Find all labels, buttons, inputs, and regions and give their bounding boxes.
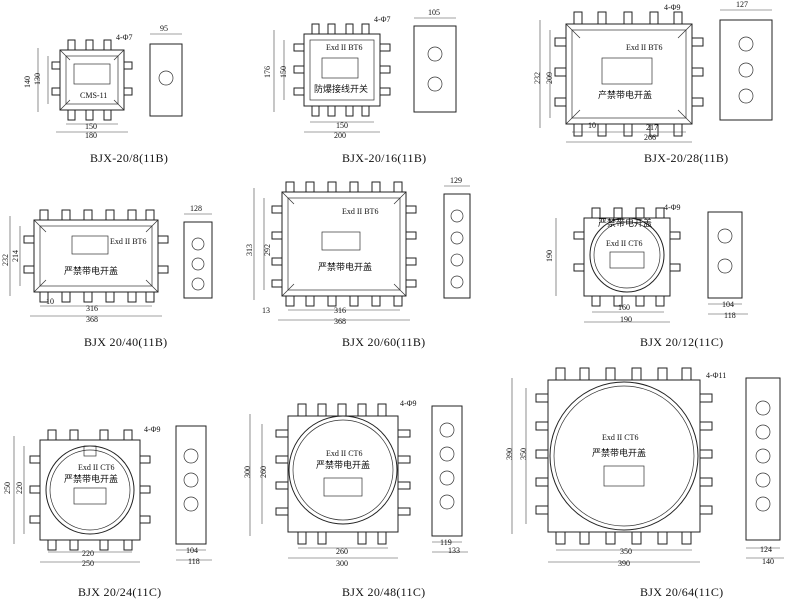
marking-bjx-20-8: CMS-11 — [80, 91, 107, 100]
caption-bjx-20-28: BJX-20/28(11B) — [644, 151, 728, 165]
dim-a-bjx-20-60: 13 — [262, 306, 270, 315]
marking-bjx-20-16: Exd II BT6 — [326, 43, 362, 52]
caption-bjx-20-8: BJX-20/8(11B) — [90, 151, 168, 165]
dim-h1-bjx-20-40: 214 — [11, 250, 20, 262]
dim-h1-bjx-20-8: 130 — [33, 73, 42, 85]
drawing-bjx-20-24: Exd II CT6 严禁带电开盖 220 250 220 250 4-Φ9 1… — [3, 425, 212, 599]
marking-bjx-20-60: Exd II BT6 — [342, 207, 378, 216]
dim-h2-bjx-20-28: 232 — [533, 72, 542, 84]
dim-w2-bjx-20-40: 368 — [86, 315, 98, 324]
dim-h1-bjx-20-48: 260 — [259, 466, 268, 478]
dim-w1-bjx-20-24: 220 — [82, 549, 94, 558]
dim-depth-bjx-20-8: 95 — [160, 24, 168, 33]
dim-h2-bjx-20-16: 176 — [263, 66, 272, 78]
drawing-bjx-20-16: Exd II BT6 防爆接线开关 150 176 150 200 4-Φ7 1… — [263, 8, 457, 165]
dim-w1-bjx-20-12: 160 — [618, 303, 630, 312]
hole-bjx-20-48: 4-Φ9 — [400, 399, 417, 408]
hole-bjx-20-16: 4-Φ7 — [374, 15, 391, 24]
dim-w1-bjx-20-60: 316 — [334, 306, 346, 315]
dim-h2-bjx-20-64: 390 — [505, 448, 514, 460]
dim-depth1-bjx-20-24: 104 — [186, 546, 198, 555]
dim-depth1-bjx-20-48: 119 — [440, 538, 452, 547]
dim-h1-bjx-20-64: 350 — [519, 448, 528, 460]
name-bjx-20-60: 严禁带电开盖 — [318, 261, 372, 272]
dim-w1-bjx-20-28: 217 — [646, 123, 658, 132]
dim-w2-bjx-20-24: 250 — [82, 559, 94, 568]
hole-bjx-20-24: 4-Φ9 — [144, 425, 161, 434]
dim-w1-bjx-20-48: 260 — [336, 547, 348, 556]
drawing-bjx-20-40: Exd II BT6 严禁带电开盖 214 232 316 368 10 128… — [1, 204, 213, 349]
dim-a-bjx-20-28: 10 — [588, 121, 596, 130]
drawing-bjx-20-64: Exd II CT6 严禁带电开盖 350 390 350 390 4-Φ11 … — [505, 367, 784, 599]
dim-w1-bjx-20-8: 150 — [85, 122, 97, 131]
dim-h1-bjx-20-16: 150 — [279, 66, 288, 78]
name-bjx-20-16: 防爆接线开关 — [314, 83, 368, 94]
dim-depth2-bjx-20-48: 133 — [448, 546, 460, 555]
dim-w2-bjx-20-28: 266 — [644, 133, 656, 142]
hole-bjx-20-8: 4-Φ7 — [116, 33, 133, 42]
dim-h1-bjx-20-60: 292 — [263, 244, 272, 256]
drawing-bjx-20-48: Exd II CT6 严禁带电开盖 260 300 260 300 4-Φ9 1… — [243, 399, 468, 599]
dim-depth1-bjx-20-64: 124 — [760, 545, 772, 554]
dim-depth2-bjx-20-12: 118 — [724, 311, 736, 320]
caption-bjx-20-24: BJX 20/24(11C) — [78, 585, 161, 599]
dim-h1-bjx-20-28: 209 — [545, 72, 554, 84]
drawing-bjx-20-28: Exd II BT6 产禁带电开盖 209 232 217 266 10 4-Φ… — [533, 0, 773, 165]
caption-bjx-20-12: BJX 20/12(11C) — [640, 335, 723, 349]
dim-h2-bjx-20-24: 250 — [3, 482, 12, 494]
dim-w1-bjx-20-16: 150 — [336, 121, 348, 130]
dim-a-bjx-20-40: 10 — [46, 297, 54, 306]
dim-w1-bjx-20-40: 316 — [86, 304, 98, 313]
dim-w2-bjx-20-64: 390 — [618, 559, 630, 568]
dim-w2-bjx-20-16: 200 — [334, 131, 346, 140]
dim-h2-bjx-20-40: 232 — [1, 254, 10, 266]
dim-depth2-bjx-20-24: 118 — [188, 557, 200, 566]
dim-h2-bjx-20-48: 300 — [243, 466, 252, 478]
marking-bjx-20-28: Exd II BT6 — [626, 43, 662, 52]
dim-w2-bjx-20-60: 368 — [334, 317, 346, 326]
marking-bjx-20-48: Exd II CT6 — [326, 449, 362, 458]
name-bjx-20-28: 产禁带电开盖 — [598, 89, 652, 100]
drawing-bjx-20-12: Exd II CT6 严禁带电开盖 190 160 190 4-Φ9 104 1… — [545, 203, 748, 349]
name-bjx-20-24: 严禁带电开盖 — [64, 473, 118, 484]
dim-w2-bjx-20-8: 180 — [85, 131, 97, 140]
hole-bjx-20-28: 4-Φ9 — [664, 3, 681, 12]
dim-h1-bjx-20-12: 190 — [545, 250, 554, 262]
dim-depth-bjx-20-40: 128 — [190, 204, 202, 213]
drawing-bjx-20-60: Exd II BT6 严禁带电开盖 292 313 316 368 13 129… — [245, 176, 471, 349]
dim-h1-bjx-20-24: 220 — [15, 482, 24, 494]
marking-bjx-20-12: Exd II CT6 — [606, 239, 642, 248]
dim-depth-bjx-20-16: 105 — [428, 8, 440, 17]
dim-depth-bjx-20-28: 127 — [736, 0, 748, 9]
dim-depth-bjx-20-60: 129 — [450, 176, 462, 185]
marking-bjx-20-64: Exd II CT6 — [602, 433, 638, 442]
dim-w2-bjx-20-48: 300 — [336, 559, 348, 568]
dim-w1-bjx-20-64: 350 — [620, 547, 632, 556]
name-bjx-20-40: 严禁带电开盖 — [64, 265, 118, 276]
caption-bjx-20-64: BJX 20/64(11C) — [640, 585, 723, 599]
caption-bjx-20-48: BJX 20/48(11C) — [342, 585, 425, 599]
dim-depth2-bjx-20-64: 140 — [762, 557, 774, 566]
dim-h2-bjx-20-60: 313 — [245, 244, 254, 256]
dim-h2-bjx-20-8: 140 — [23, 76, 32, 88]
marking-bjx-20-24: Exd II CT6 — [78, 463, 114, 472]
caption-bjx-20-16: BJX-20/16(11B) — [342, 151, 426, 165]
dim-depth1-bjx-20-12: 104 — [722, 300, 734, 309]
caption-bjx-20-40: BJX 20/40(11B) — [84, 335, 167, 349]
name-bjx-20-12: 严禁带电开盖 — [598, 217, 652, 228]
dim-w2-bjx-20-12: 190 — [620, 315, 632, 324]
hole-bjx-20-12: 4-Φ9 — [664, 203, 681, 212]
hole-bjx-20-64: 4-Φ11 — [706, 371, 726, 380]
drawing-bjx-20-8: CMS-11 130 140 150 180 4-Φ7 95 BJX-20/8(… — [23, 24, 183, 165]
name-bjx-20-48: 严禁带电开盖 — [316, 459, 370, 470]
marking-bjx-20-40: Exd II BT6 — [110, 237, 146, 246]
name-bjx-20-64: 严禁带电开盖 — [592, 447, 646, 458]
caption-bjx-20-60: BJX 20/60(11B) — [342, 335, 425, 349]
